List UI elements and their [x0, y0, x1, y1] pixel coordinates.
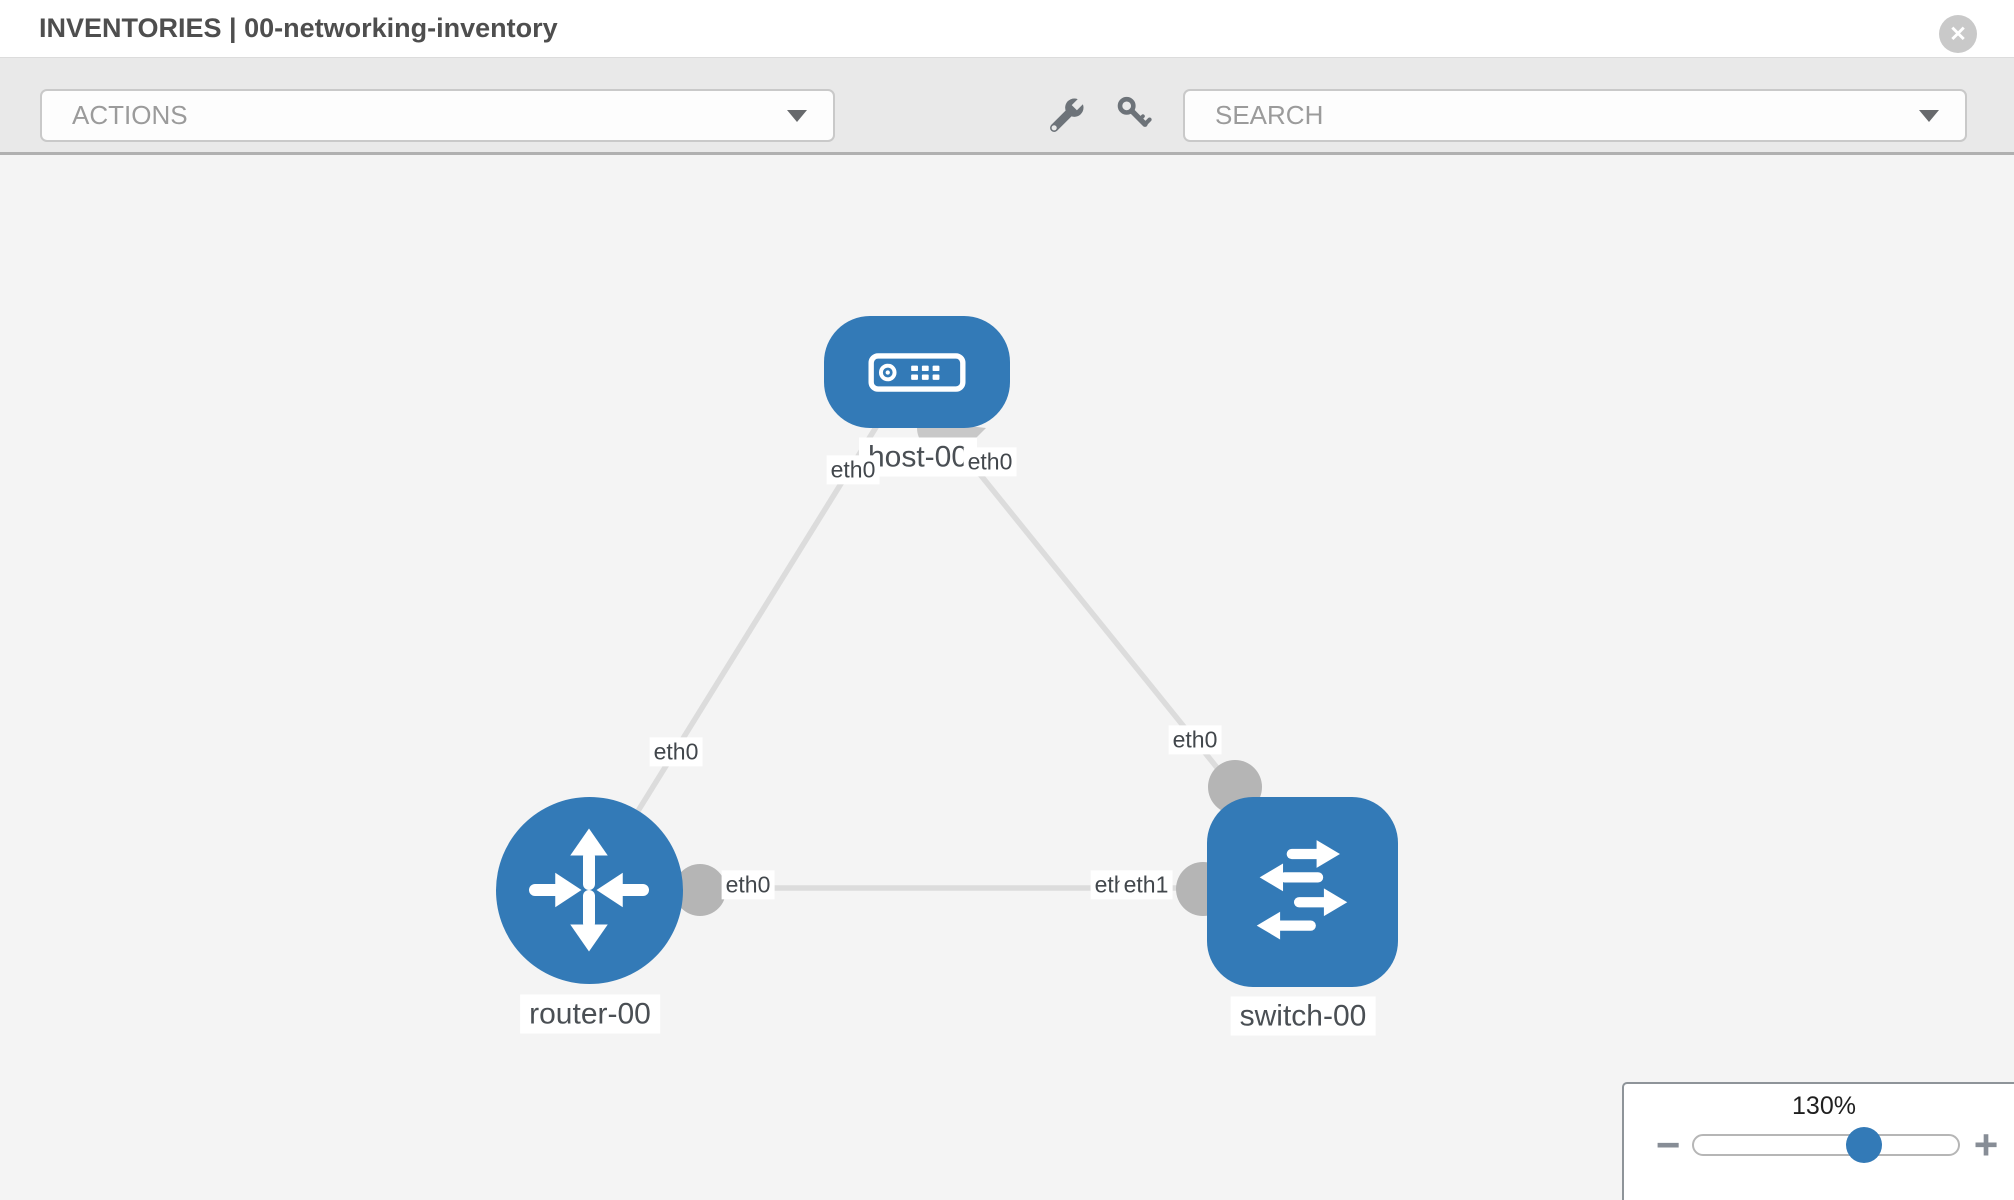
close-button[interactable]: ✕	[1939, 15, 1977, 53]
actions-dropdown-label: ACTIONS	[72, 100, 188, 130]
switch-icon	[1256, 840, 1348, 940]
zoom-slider-track[interactable]	[1692, 1127, 1960, 1163]
chevron-down-icon	[1919, 109, 1939, 122]
interface-label: eth0	[1168, 725, 1222, 755]
search-dropdown[interactable]: SEARCH	[1183, 89, 1967, 142]
header: INVENTORIES | 00-networking-inventory ✕	[0, 0, 2014, 57]
zoom-slider-handle[interactable]	[1846, 1127, 1883, 1163]
chevron-down-icon	[787, 109, 807, 122]
node-label-router-00: router-00	[520, 994, 660, 1034]
search-dropdown-label: SEARCH	[1215, 100, 1324, 130]
interface-label: eth0	[963, 447, 1017, 477]
interface-label: eth1	[1119, 870, 1173, 900]
close-icon: ✕	[1949, 22, 1967, 46]
zoom-level-value: 130%	[1792, 1092, 1856, 1120]
actions-dropdown[interactable]: ACTIONS	[40, 89, 835, 142]
zoom-in-button[interactable]: +	[1964, 1120, 2008, 1170]
wrench-icon	[1050, 93, 1089, 132]
node-host-00[interactable]	[824, 316, 1010, 428]
node-label-switch-00: switch-00	[1230, 996, 1376, 1036]
zoom-out-button[interactable]: −	[1646, 1120, 1690, 1170]
configure-button[interactable]	[1041, 89, 1093, 141]
zoom-panel: 130% − +	[1622, 1082, 2014, 1200]
interface-label: eth0	[721, 870, 775, 900]
credentials-button[interactable]	[1109, 89, 1161, 141]
router-icon	[529, 828, 649, 952]
host-icon	[868, 352, 966, 392]
page-title: INVENTORIES | 00-networking-inventory	[39, 13, 558, 43]
interface-port-circle	[674, 864, 726, 916]
node-router-00[interactable]	[495, 796, 683, 984]
node-switch-00[interactable]	[1206, 797, 1398, 987]
toolbar: ACTIONS SEARCH	[0, 57, 2014, 155]
key-icon	[1117, 96, 1152, 127]
interface-label: eth0	[826, 455, 880, 485]
interface-label: eth0	[649, 737, 703, 767]
